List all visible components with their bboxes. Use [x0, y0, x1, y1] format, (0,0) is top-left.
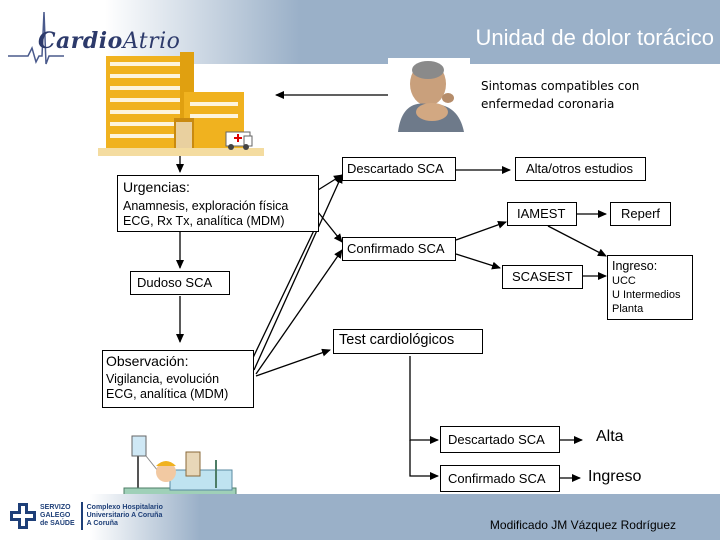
confirmado-sca-label: Confirmado SCA [347, 241, 445, 256]
reperf-box: Reperf [610, 202, 671, 226]
symptoms-line2: enfermedad coronaria [481, 97, 615, 111]
arrow-obs-to-confirmado [255, 249, 343, 375]
logo-part2: Atrio [122, 29, 181, 54]
header-fade [0, 0, 300, 64]
ingreso-item-intermedios: U Intermedios [612, 289, 681, 301]
observacion-line1: Vigilancia, evolución [106, 372, 220, 386]
cardioatrio-logo: CardioAtrio [38, 28, 180, 54]
observacion-line2: ECG, analítica (MDM) [106, 387, 229, 401]
header-bar [0, 0, 720, 64]
dudoso-sca-box: Dudoso SCA [130, 271, 230, 295]
observacion-title: Observación: [106, 353, 189, 369]
ingreso-box: Ingreso: UCC U Intermedios Planta [607, 255, 693, 320]
iamest-label: IAMEST [517, 206, 566, 221]
alta-otros-label: Alta/otros estudios [526, 161, 633, 176]
page-title: Unidad de dolor torácico [475, 25, 714, 50]
reperf-label: Reperf [621, 206, 661, 221]
arrow-obs-to-urgencias [249, 221, 319, 365]
arrow-urgencias-to-confirmado [317, 211, 343, 243]
descartado-sca-2-box: Descartado SCA [440, 426, 560, 453]
sergas-line-3: de SAÚDE [40, 520, 75, 527]
test-branch-lines-2 [409, 440, 439, 480]
hospital-text: Complexo Hospitalario Universitario A Co… [87, 504, 163, 528]
confirmado-sca-box: Confirmado SCA [342, 237, 456, 261]
confirmado-sca-2-box: Confirmado SCA [440, 465, 560, 492]
hospital-bed-illustration-icon [123, 435, 237, 516]
hospital-illustration-icon [98, 52, 264, 156]
alta-otros-box: Alta/otros estudios [515, 157, 646, 181]
urgencias-title: Urgencias: [123, 179, 190, 195]
scasest-box: SCASEST [502, 265, 583, 289]
test-cardio-label: Test cardiológicos [339, 332, 455, 348]
observacion-box: Observación: Vigilancia, evolución ECG, … [102, 350, 254, 408]
dudoso-sca-label: Dudoso SCA [137, 275, 213, 290]
alta-label: Alta [596, 428, 624, 445]
test-cardio-box: Test cardiológicos [333, 329, 483, 354]
footer-logo-divider [80, 502, 83, 530]
sergas-line-1: SERVIZO [40, 504, 71, 511]
sergas-text: SERVIZO GALEGO de SAÚDE [40, 504, 75, 528]
descartado-sca-label: Descartado SCA [347, 161, 444, 176]
test-branch-lines [409, 356, 439, 444]
ingreso-item-planta: Planta [612, 303, 644, 315]
confirmado-sca-2-label: Confirmado SCA [448, 471, 546, 486]
sergas-logo-icon [10, 503, 36, 529]
arrow-iamest-to-ingreso [547, 225, 607, 257]
hospital-line-1: Complexo Hospitalario [86, 504, 163, 511]
urgencias-box: Urgencias: Anamnesis, exploración física… [117, 175, 319, 232]
ecg-logo-icon [8, 11, 64, 65]
arrow-confirmado-to-scasest [455, 253, 501, 270]
symptoms-line1: Sintomas compatibles con [481, 79, 640, 93]
ingreso-label: Ingreso [588, 468, 642, 485]
logo-part1: Cardio [38, 28, 123, 54]
ingreso-title: Ingreso: [612, 259, 658, 273]
urgencias-line1: Anamnesis, exploración física [123, 199, 289, 213]
descartado-sca-2-label: Descartado SCA [448, 432, 545, 447]
urgencias-line2: ECG, Rx Tx, analítica (MDM) [123, 214, 285, 228]
hospital-line-3: A Coruña [86, 520, 118, 527]
chest-pain-patient-icon [388, 58, 470, 132]
hospital-line-2: Universitario A Coruña [86, 512, 163, 519]
footer-credit: Modificado JM Vázquez Rodríguez [489, 518, 676, 532]
arrow-confirmado-to-iamest [455, 220, 507, 241]
descartado-sca-box: Descartado SCA [342, 157, 456, 181]
sergas-line-2: GALEGO [40, 512, 71, 519]
scasest-label: SCASEST [512, 269, 573, 284]
iamest-box: IAMEST [507, 202, 577, 226]
footer-logo: SERVIZO GALEGO de SAÚDE Complexo Hospita… [10, 502, 163, 530]
arrow-obs-to-test [255, 348, 331, 377]
footer-bar [0, 494, 720, 540]
arrow-obs-to-descartado [253, 174, 343, 371]
symptoms-text: Sintomas compatibles con enfermedad coro… [481, 77, 639, 113]
ingreso-item-ucc: UCC [612, 275, 636, 287]
